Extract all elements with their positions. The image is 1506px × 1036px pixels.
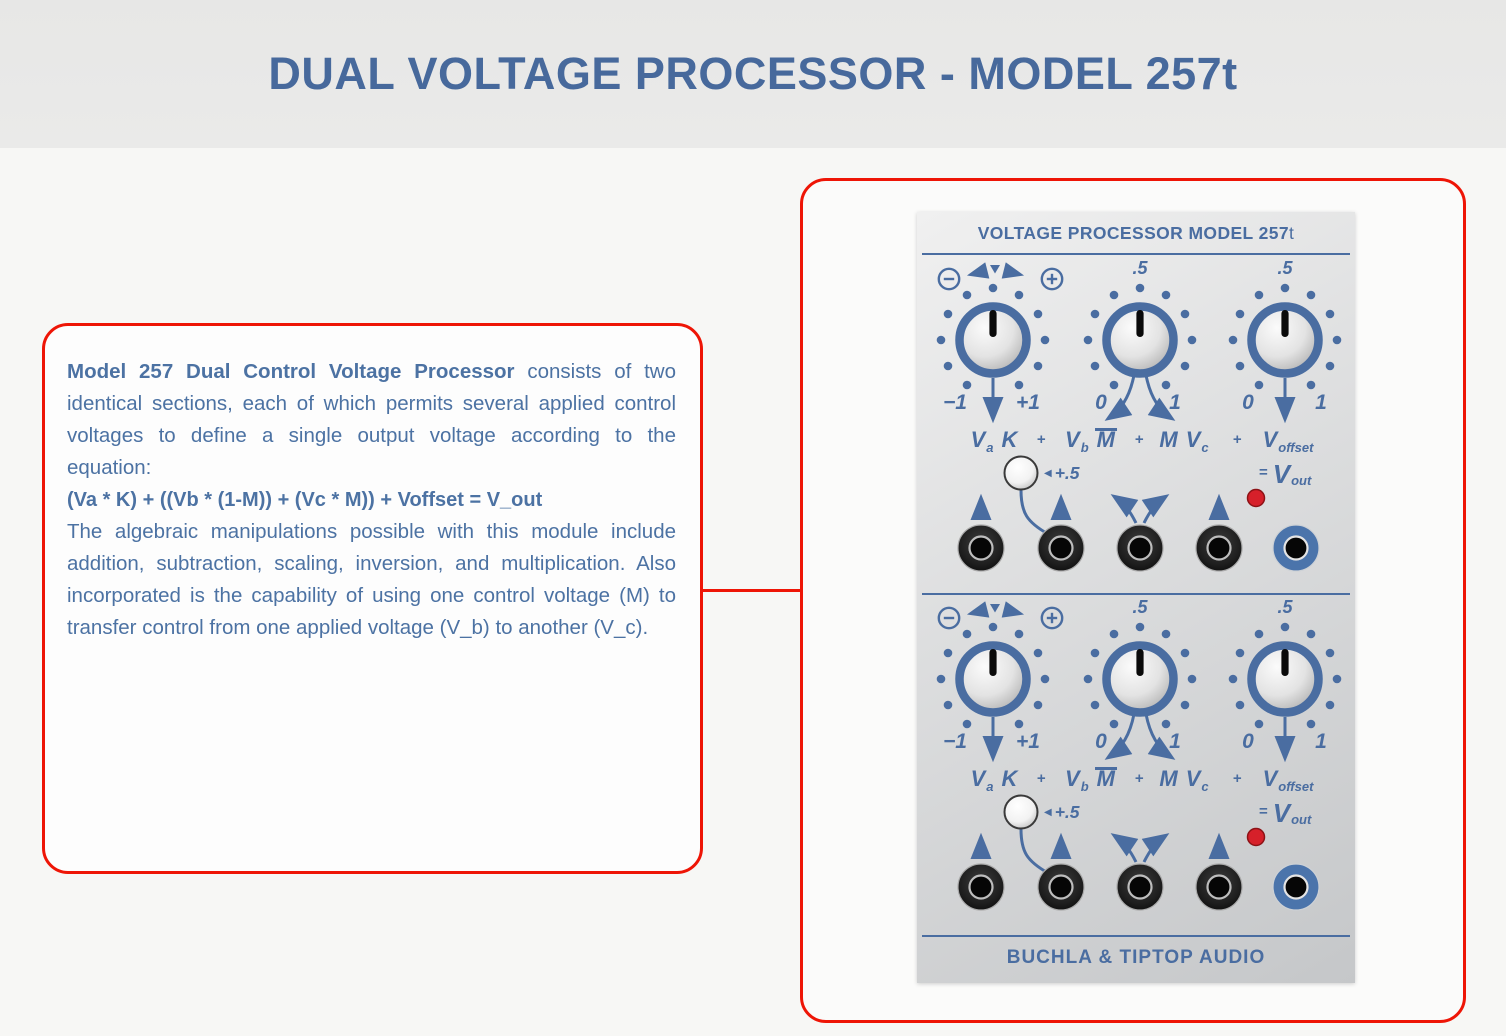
- panel-divider-bottom: [922, 935, 1350, 937]
- knob-k-max-label: +1: [1016, 391, 1040, 414]
- plus-sign: +: [1232, 431, 1242, 448]
- knob-voffset-top-label: .5: [1277, 258, 1293, 278]
- knob-k: [960, 307, 1027, 374]
- knob-voffset: [1252, 307, 1319, 374]
- module-title-main: VOLTAGE PROCESSOR MODEL 257: [977, 223, 1289, 243]
- panel-divider-middle: [922, 593, 1350, 595]
- knob-k-min-label: −1: [943, 391, 967, 414]
- description-paragraph-1: Model 257 Dual Control Voltage Processor…: [67, 356, 676, 484]
- polarity-indicator: [937, 262, 1064, 291]
- plus-sign: +: [1134, 770, 1144, 787]
- output-led: [1246, 827, 1266, 847]
- left-pointer-icon: ◀: [1044, 806, 1052, 818]
- description-paragraph-2: The algebraic manipulations possible wit…: [67, 520, 676, 639]
- polarity-indicator: [937, 601, 1064, 630]
- minus-circle-icon: [937, 267, 961, 291]
- description-lead-bold: Model 257 Dual Control Voltage Processor: [67, 360, 515, 383]
- offset-ball-button: [1003, 455, 1039, 491]
- processor-section-1: .5 .5 −1 +1 0 1 0 1: [917, 256, 1355, 594]
- signal-flow-arrows: [970, 374, 1296, 536]
- jack-m-input: [1115, 523, 1165, 573]
- term-voffset: Voffset: [1262, 766, 1314, 794]
- offset-ball-button: [1003, 794, 1039, 830]
- knob-k-max-label: +1: [1016, 730, 1040, 753]
- description-lead-rest: consists of two identical sections, each…: [67, 360, 676, 479]
- jack-va-input: [956, 862, 1006, 912]
- ball-to-jack-link: [1019, 828, 1049, 875]
- knob-voffset-min-label: 0: [1242, 730, 1254, 753]
- page-header: DUAL VOLTAGE PROCESSOR - MODEL 257t: [0, 0, 1506, 148]
- knob-k: [960, 646, 1027, 713]
- plus-circle-icon: [1040, 267, 1064, 291]
- knob-m-top-label: .5: [1132, 258, 1148, 278]
- brand-label: BUCHLA & TIPTOP AUDIO: [1006, 947, 1266, 968]
- knob-voffset-top-label: .5: [1277, 597, 1293, 617]
- knob-voffset-min-label: 0: [1242, 391, 1254, 414]
- knob-m: [1107, 307, 1174, 374]
- vout-label: =Vout: [1259, 459, 1312, 489]
- output-led: [1246, 488, 1266, 508]
- description-box: Model 257 Dual Control Voltage Processor…: [42, 323, 703, 874]
- ball-offset-note: ◀ +.5: [1044, 801, 1080, 822]
- vout-label: =Vout: [1259, 798, 1312, 828]
- module-figure-box: VOLTAGE PROCESSOR MODEL 257t BUCHLA & TI…: [800, 178, 1466, 1023]
- jack-vb-input: [1036, 862, 1086, 912]
- callout-connector-line: [702, 589, 802, 592]
- jack-vb-input: [1036, 523, 1086, 573]
- module-title-suffix: t: [1289, 223, 1295, 243]
- module-panel: VOLTAGE PROCESSOR MODEL 257t BUCHLA & TI…: [917, 212, 1355, 983]
- section-2-graphics: .5 .5 −1 +1 0 1 0 1: [936, 597, 1342, 912]
- knob-voffset-max-label: 1: [1315, 391, 1327, 414]
- jack-vc-input: [1194, 862, 1244, 912]
- jack-m-input: [1115, 862, 1165, 912]
- section-1-graphics: .5 .5 −1 +1 0 1 0 1: [936, 258, 1342, 573]
- cw-arrow-icon: [1001, 262, 1025, 279]
- plus-circle-icon: [1040, 606, 1064, 630]
- equation-text: (Va * K) + ((Vb * (1-M)) + (Vc * M)) + V…: [67, 489, 543, 511]
- knob-m-min-label: 0: [1095, 730, 1107, 753]
- module-title: VOLTAGE PROCESSOR MODEL 257t: [917, 223, 1355, 244]
- plus-sign: +: [1036, 431, 1046, 448]
- plus-sign: +: [1134, 431, 1144, 448]
- term-voffset: Voffset: [1262, 427, 1314, 455]
- left-pointer-icon: ◀: [1044, 467, 1052, 479]
- jack-vc-input: [1194, 523, 1244, 573]
- ball-to-jack-link: [1019, 489, 1049, 536]
- page-title: DUAL VOLTAGE PROCESSOR - MODEL 257t: [268, 48, 1238, 99]
- cw-arrow-icon: [1001, 601, 1025, 618]
- knob-m-min-label: 0: [1095, 391, 1107, 414]
- knob-m-max-label: 1: [1169, 391, 1181, 414]
- signal-flow-arrows: [970, 713, 1296, 875]
- jack-vout-output: [1271, 862, 1321, 912]
- knob-m-top-label: .5: [1132, 597, 1148, 617]
- ball-offset-note: ◀ +.5: [1044, 462, 1080, 483]
- knob-voffset-max-label: 1: [1315, 730, 1327, 753]
- minus-circle-icon: [937, 606, 961, 630]
- ccw-arrow-icon: [966, 601, 990, 618]
- ccw-arrow-icon: [966, 262, 990, 279]
- jack-va-input: [956, 523, 1006, 573]
- panel-divider-top: [922, 253, 1350, 255]
- knob-m: [1107, 646, 1174, 713]
- pointer-triangle-icon: [990, 265, 1000, 274]
- pointer-triangle-icon: [990, 604, 1000, 613]
- knob-k-min-label: −1: [943, 730, 967, 753]
- jack-vout-output: [1271, 523, 1321, 573]
- processor-section-2: .5 .5 −1 +1 0 1 0 1: [917, 595, 1355, 933]
- knob-m-max-label: 1: [1169, 730, 1181, 753]
- plus-sign: +: [1232, 770, 1242, 787]
- knob-voffset: [1252, 646, 1319, 713]
- plus-sign: +: [1036, 770, 1046, 787]
